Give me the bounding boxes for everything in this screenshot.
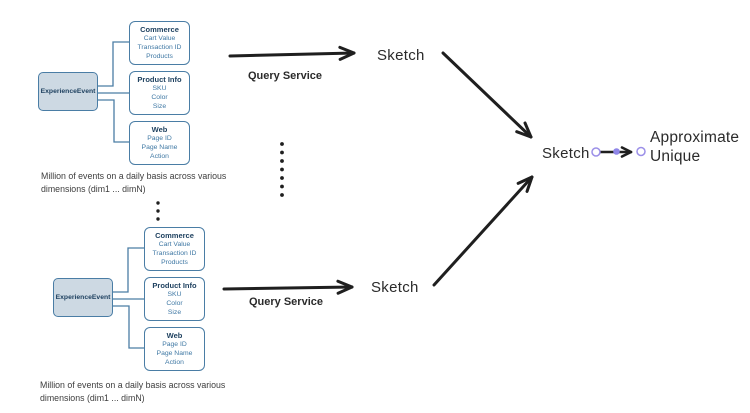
- attr-line: Page ID: [147, 135, 172, 142]
- experience-event-label: ExperienceEvent: [40, 88, 96, 95]
- product-info-box-title: Product Info: [152, 281, 197, 290]
- sketch-label-bottom[interactable]: Sketch: [371, 279, 419, 296]
- cluster-caption-top: Million of events on a daily basis acros…: [41, 170, 226, 196]
- attr-line: Page ID: [162, 341, 187, 348]
- attr-line: Color: [166, 299, 183, 307]
- attr-line: Products: [161, 258, 188, 266]
- query-service-label-top[interactable]: Query Service: [248, 70, 322, 82]
- experience-event-node: ExperienceEvent: [53, 278, 113, 317]
- selected-connector[interactable]: [591, 146, 646, 158]
- caption-line: Million of events on a daily basis acros…: [40, 380, 226, 390]
- attr-line: Page Name: [141, 143, 178, 151]
- attr-line: Action: [150, 152, 169, 160]
- experience-event-label: ExperienceEvent: [55, 294, 111, 301]
- attr-line: Size: [167, 308, 182, 316]
- cluster-caption-bottom: Million of events on a daily basis acros…: [40, 379, 225, 405]
- web-box-title: Web: [166, 331, 183, 340]
- attr-line: Size: [152, 102, 167, 110]
- attr-line: SKU: [152, 85, 167, 92]
- attr-line: Transaction ID: [152, 249, 197, 257]
- caption-line: dimensions (dim1 ... dimN): [41, 183, 146, 194]
- product-info-box: Product Info SKU Color Size: [144, 277, 205, 322]
- web-box: Web Page ID Page Name Action: [129, 121, 190, 166]
- approximate-unique-label[interactable]: Approximate Unique: [650, 129, 740, 165]
- caption-line: Million of events on a daily basis acros…: [41, 171, 227, 181]
- experience-event-node: ExperienceEvent: [38, 72, 98, 111]
- commerce-box-title: Commerce: [140, 25, 179, 34]
- sketch-label-merged[interactable]: Sketch: [542, 145, 590, 162]
- query-service-arrow-bottom[interactable]: [222, 279, 354, 295]
- attr-line: Page Name: [156, 349, 193, 357]
- attr-line: Products: [146, 52, 173, 60]
- query-service-arrow-top[interactable]: [228, 45, 356, 61]
- product-info-box-title: Product Info: [137, 75, 182, 84]
- connector-endpoint-handle-start[interactable]: [591, 147, 601, 157]
- attr-line: Transaction ID: [137, 43, 182, 51]
- commerce-box: Commerce Cart Value Transaction ID Produ…: [129, 21, 190, 66]
- caption-line: dimensions (dim1 ... dimN): [40, 392, 145, 403]
- bottom-cluster-connectors: [113, 247, 144, 349]
- attr-line: Color: [151, 93, 168, 101]
- attr-line: Cart Value: [143, 35, 176, 42]
- connector-midpoint-handle[interactable]: [613, 148, 620, 155]
- ellipsis-dots-left: [156, 201, 160, 221]
- ellipsis-dots-middle: [280, 142, 284, 197]
- commerce-box: Commerce Cart Value Transaction ID Produ…: [144, 227, 205, 272]
- commerce-box-title: Commerce: [155, 231, 194, 240]
- web-box: Web Page ID Page Name Action: [144, 327, 205, 372]
- attr-line: Cart Value: [158, 241, 191, 248]
- merge-arrow-from-top-sketch[interactable]: [441, 51, 533, 139]
- attr-line: Action: [165, 358, 184, 366]
- sketch-label-top[interactable]: Sketch: [377, 47, 425, 64]
- top-cluster-connectors: [98, 41, 129, 143]
- web-box-title: Web: [151, 125, 168, 134]
- product-info-box: Product Info SKU Color Size: [129, 71, 190, 116]
- merge-arrow-from-bottom-sketch[interactable]: [432, 175, 534, 287]
- query-service-label-bottom[interactable]: Query Service: [249, 296, 323, 308]
- attr-line: SKU: [167, 291, 182, 298]
- connector-endpoint-handle-end[interactable]: [636, 146, 646, 157]
